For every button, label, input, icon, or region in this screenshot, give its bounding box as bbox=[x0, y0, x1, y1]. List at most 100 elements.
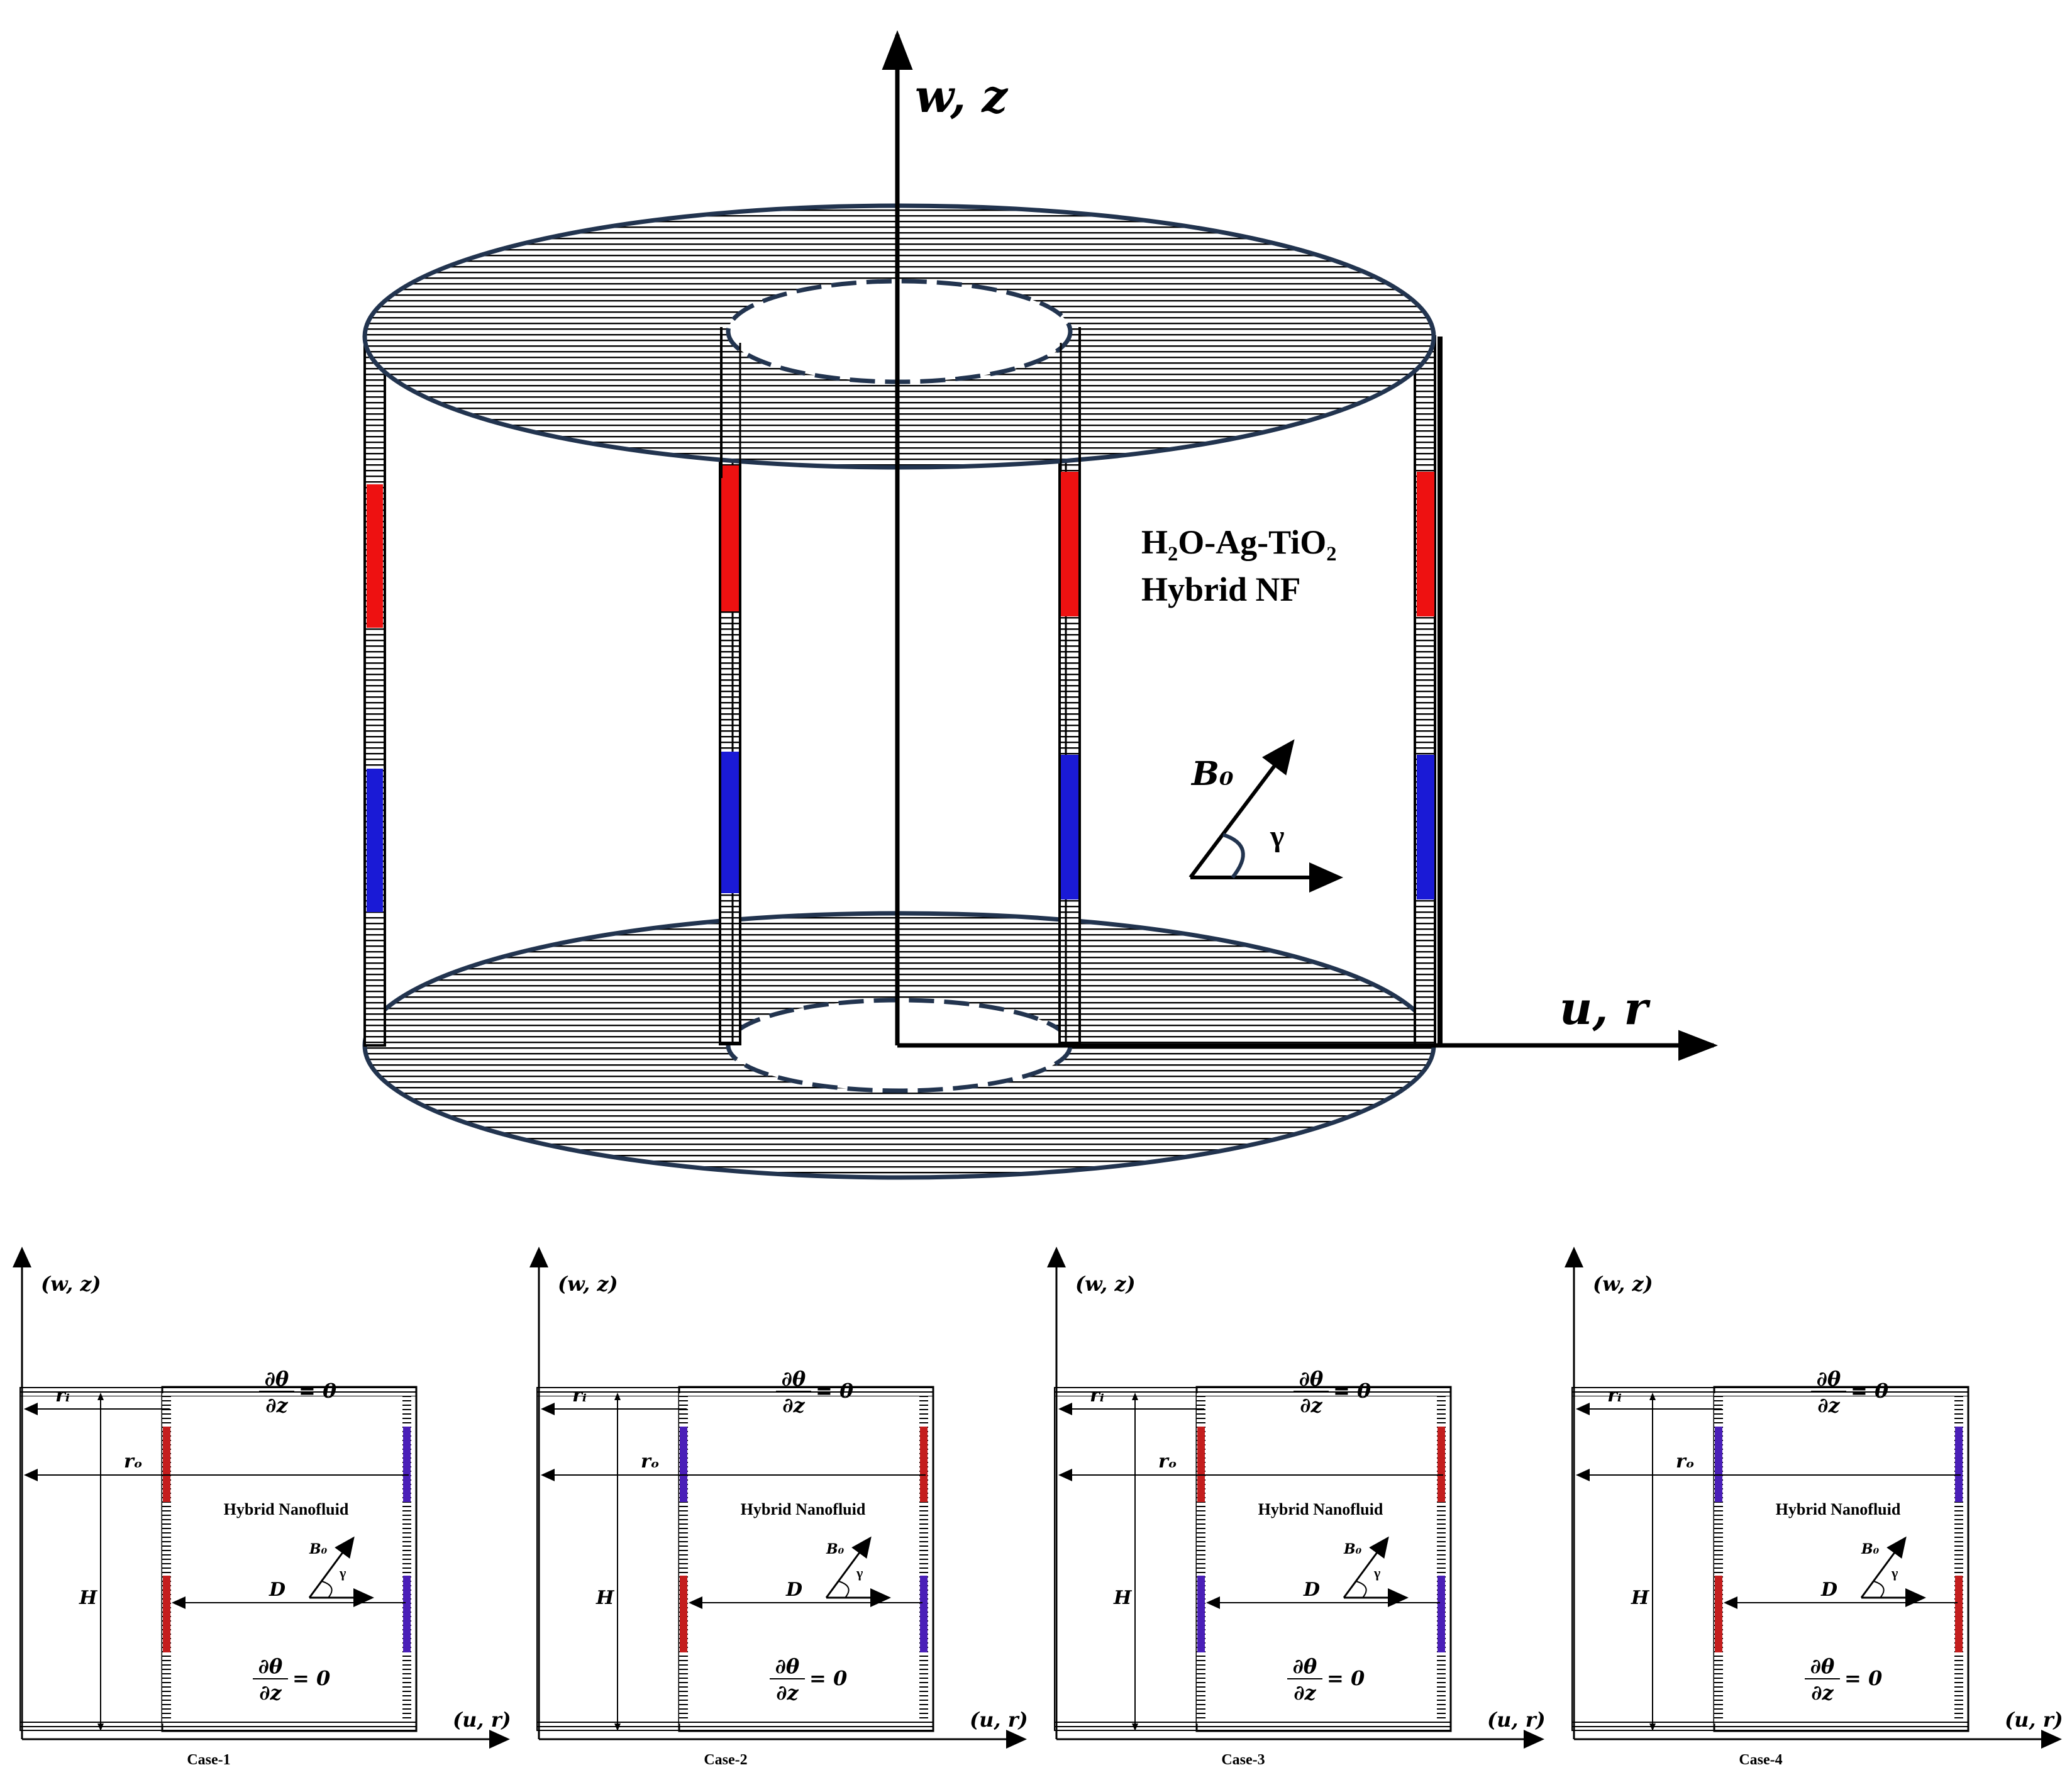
bc-top-denominator: ∂z bbox=[1817, 1393, 1840, 1417]
axis-r-label: (u, r) bbox=[2005, 1708, 2063, 1732]
bc-bottom-rhs: = 0 bbox=[809, 1666, 847, 1690]
bc-bottom-numerator: ∂θ bbox=[775, 1654, 800, 1678]
outer-wall-bottom-segment bbox=[403, 1576, 411, 1652]
bc-bottom-numerator: ∂θ bbox=[1293, 1654, 1317, 1678]
r-inner-label: rᵢ bbox=[1090, 1384, 1104, 1406]
angle-label: γ bbox=[1891, 1565, 1898, 1581]
bc-bottom-denominator: ∂z bbox=[776, 1681, 799, 1705]
bc-bottom: ∂θ ∂z = 0 bbox=[770, 1654, 847, 1705]
angle-label: γ bbox=[1270, 820, 1284, 853]
bc-top-rhs: = 0 bbox=[299, 1379, 336, 1403]
fluid-label-line2: Hybrid NF bbox=[1141, 571, 1301, 608]
heater-inner-left bbox=[721, 465, 739, 611]
bc-bottom: ∂θ ∂z = 0 bbox=[253, 1654, 330, 1705]
inner-wall-top-segment bbox=[1715, 1427, 1722, 1502]
bc-top: ∂θ∂z= 0 bbox=[259, 1367, 336, 1417]
heater-outer-left bbox=[367, 484, 383, 628]
inner-wall-bottom-segment bbox=[163, 1576, 170, 1652]
axis-r-label: (u, r) bbox=[970, 1708, 1028, 1732]
inner-wall-bottom-segment bbox=[1715, 1576, 1722, 1652]
bc-bottom-denominator: ∂z bbox=[1811, 1681, 1834, 1705]
bc-bottom-denominator: ∂z bbox=[1294, 1681, 1316, 1705]
cooler-outer-right bbox=[1417, 755, 1434, 899]
angle-label: γ bbox=[339, 1565, 346, 1581]
axis-r-label: (u, r) bbox=[453, 1708, 511, 1732]
gap-label: D bbox=[269, 1579, 285, 1601]
outer-wall-top-segment bbox=[920, 1427, 928, 1502]
field-label: B₀ bbox=[1343, 1541, 1362, 1557]
outer-wall-bottom-segment bbox=[1955, 1576, 1963, 1652]
outer-wall-top-segment bbox=[1955, 1427, 1963, 1502]
bc-top: ∂θ∂z= 0 bbox=[1811, 1367, 1888, 1417]
axis-r-label: (u, r) bbox=[1487, 1708, 1546, 1732]
field-label: B₀ bbox=[826, 1541, 845, 1557]
inner-wall-top-segment bbox=[1197, 1427, 1205, 1502]
fluid-label: Hybrid Nanofluid bbox=[224, 1500, 349, 1518]
bc-bottom-numerator: ∂θ bbox=[1810, 1654, 1835, 1678]
bc-bottom-numerator: ∂θ bbox=[258, 1654, 283, 1678]
bc-top-rhs: = 0 bbox=[816, 1379, 853, 1403]
fluid-label-line1: H₂O-Ag-TiO₂ bbox=[1141, 523, 1336, 561]
fluid-label: Hybrid Nanofluid bbox=[1776, 1500, 1901, 1518]
inner-wall-bottom-segment bbox=[1197, 1576, 1205, 1652]
r-outer-label: rₒ bbox=[1158, 1450, 1177, 1472]
cooler-inner-left bbox=[721, 752, 739, 893]
heater-outer-right bbox=[1417, 472, 1434, 616]
r-inner-label: rᵢ bbox=[572, 1384, 587, 1406]
axis-z-label: (w, z) bbox=[1075, 1272, 1136, 1296]
bc-bottom-denominator: ∂z bbox=[259, 1681, 282, 1705]
r-inner-label: rᵢ bbox=[55, 1384, 70, 1406]
height-label: H bbox=[79, 1587, 98, 1609]
bc-bottom-rhs: = 0 bbox=[1844, 1666, 1882, 1690]
bc-bottom: ∂θ∂z= 0 bbox=[1287, 1654, 1365, 1705]
bc-top-numerator: ∂θ bbox=[1299, 1367, 1324, 1391]
bc-top: ∂θ∂z = 0 bbox=[1294, 1367, 1371, 1417]
r-outer-label: rₒ bbox=[124, 1450, 143, 1472]
case-caption: Case-1 bbox=[187, 1752, 230, 1768]
bc-top-numerator: ∂θ bbox=[1817, 1367, 1841, 1391]
field-label: B₀ bbox=[1861, 1541, 1880, 1557]
heater-inner-right bbox=[1061, 472, 1078, 616]
fluid-label: Hybrid Nanofluid bbox=[741, 1500, 866, 1518]
bc-bottom-rhs: = 0 bbox=[292, 1666, 330, 1690]
bc-top-denominator: ∂z bbox=[782, 1393, 805, 1417]
bc-top: ∂θ∂z = 0 bbox=[776, 1367, 853, 1417]
bc-top-numerator: ∂θ bbox=[265, 1367, 289, 1391]
inner-wall-top-segment bbox=[163, 1427, 170, 1502]
outer-wall-bottom-segment bbox=[1438, 1576, 1445, 1652]
bc-top-rhs: = 0 bbox=[1333, 1379, 1371, 1403]
outer-wall-bottom-segment bbox=[920, 1576, 928, 1652]
cylinder-3d: w, z u, r H₂O-Ag-TiO₂ Hybrid NF B₀ γ bbox=[362, 30, 1718, 1180]
gap-label: D bbox=[1820, 1579, 1837, 1601]
inner-wall-bottom-segment bbox=[680, 1576, 687, 1652]
height-label: H bbox=[1113, 1587, 1133, 1609]
case-caption: Case-3 bbox=[1221, 1752, 1265, 1768]
bc-top-denominator: ∂z bbox=[1300, 1393, 1322, 1417]
cooler-inner-right bbox=[1061, 755, 1078, 899]
height-label: H bbox=[596, 1587, 615, 1609]
case-caption: Case-2 bbox=[704, 1752, 747, 1768]
magnetic-field-indicator: B₀γ bbox=[825, 1536, 891, 1607]
fluid-label: Hybrid Nanofluid bbox=[1258, 1500, 1383, 1518]
outer-wall-right bbox=[1414, 335, 1436, 1047]
axis-z-label: w, z bbox=[915, 69, 1009, 123]
axis-z-label: (w, z) bbox=[41, 1272, 101, 1296]
r-outer-label: rₒ bbox=[641, 1450, 660, 1472]
outer-wall-top-segment bbox=[1438, 1427, 1445, 1502]
cooler-outer-left bbox=[367, 769, 383, 912]
r-inner-label: rᵢ bbox=[1607, 1384, 1622, 1406]
magnetic-field-indicator: B₀γ bbox=[1343, 1536, 1409, 1607]
magnetic-field-indicator: B₀ γ bbox=[1188, 739, 1343, 893]
height-label: H bbox=[1631, 1587, 1650, 1609]
gap-label: D bbox=[785, 1579, 802, 1601]
outer-wall-left bbox=[363, 335, 386, 1047]
bc-top-numerator: ∂θ bbox=[782, 1367, 806, 1391]
inner-wall-top-segment bbox=[680, 1427, 687, 1502]
outer-wall-top-segment bbox=[403, 1427, 411, 1502]
